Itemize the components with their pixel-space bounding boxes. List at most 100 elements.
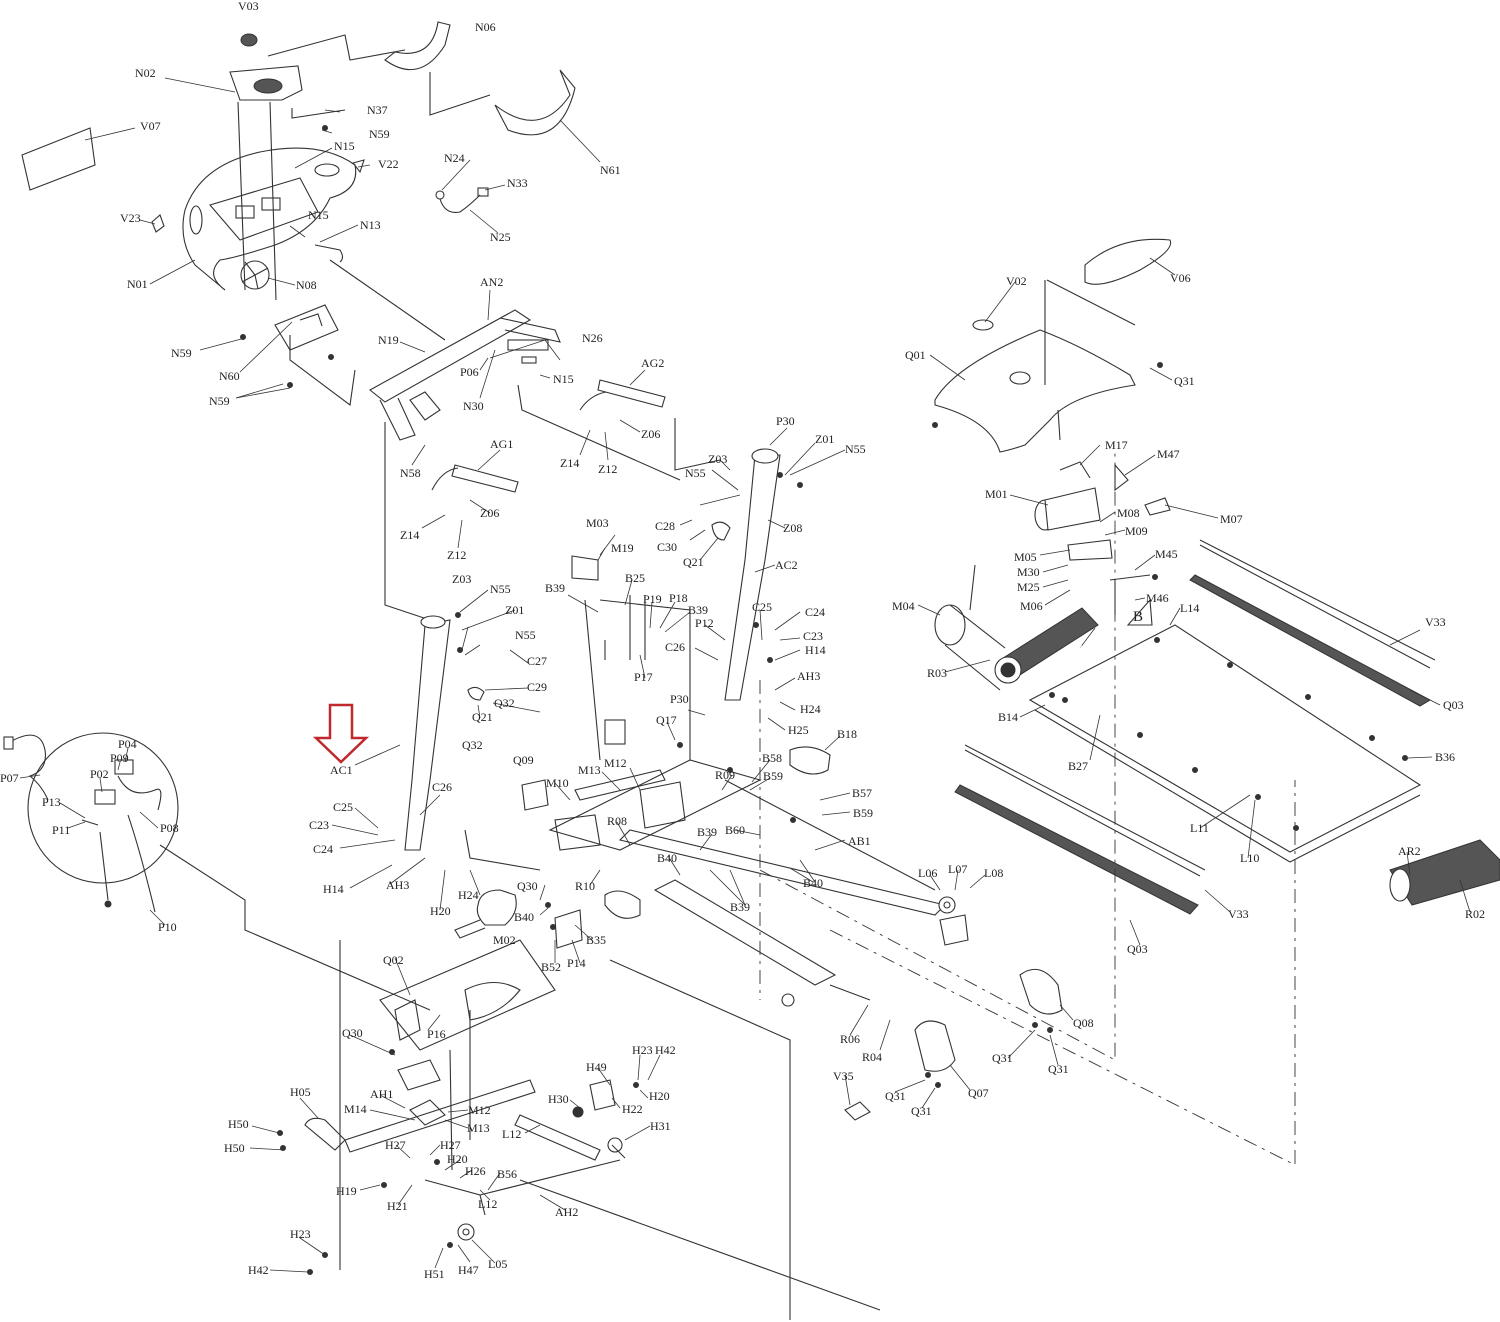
label-q32-mid: Q32	[462, 738, 483, 752]
l05-wheel	[457, 1223, 475, 1241]
label-q31-top: Q31	[1174, 374, 1195, 388]
label-z06-mid: Z06	[480, 506, 499, 520]
label-b25: B25	[625, 571, 645, 585]
label-q31-b: Q31	[1048, 1062, 1069, 1076]
h31-roller	[607, 1137, 623, 1153]
label-b40-b: B40	[803, 876, 823, 890]
label-b39-c: B39	[697, 825, 717, 839]
label-v22: V22	[378, 157, 399, 171]
b27-deck-board	[1028, 624, 1422, 853]
label-ah3-mid: AH3	[386, 878, 409, 892]
label-q02: Q02	[383, 953, 404, 967]
label-b60: B60	[725, 823, 745, 837]
label-ah1: AH1	[370, 1087, 393, 1101]
label-m05: M05	[1014, 550, 1037, 564]
label-m01: M01	[985, 487, 1008, 501]
label-q21-top: Q21	[683, 555, 704, 569]
label-m03: M03	[586, 516, 609, 530]
label-l08: L08	[984, 866, 1003, 880]
label-b59-mid: B59	[853, 806, 873, 820]
label-c25-mid: C25	[333, 800, 353, 814]
label-q30-mid: Q30	[517, 879, 538, 893]
label-m10: M10	[546, 776, 569, 790]
v03-knob	[240, 33, 258, 47]
label-m25: M25	[1017, 580, 1040, 594]
label-v35: V35	[833, 1069, 854, 1083]
label-b40-c: B40	[514, 910, 534, 924]
label-q01: Q01	[905, 348, 926, 362]
label-h42-low: H42	[248, 1263, 269, 1277]
leader-lines	[19, 77, 1471, 1273]
label-ah2: AH2	[555, 1205, 578, 1219]
n60-plate	[274, 304, 339, 351]
label-h24-top: H24	[800, 702, 821, 716]
label-q31-c: Q31	[885, 1089, 906, 1103]
label-m47: M47	[1157, 447, 1180, 461]
label-r10: R10	[575, 879, 595, 893]
label-v03: V03	[238, 0, 259, 13]
label-l12-b: L12	[478, 1197, 497, 1211]
label-n26: N26	[582, 331, 603, 345]
label-n33: N33	[507, 176, 528, 190]
label-c25-top: C25	[752, 600, 772, 614]
label-c23-top: C23	[803, 629, 823, 643]
power-inlet-detail-circle	[27, 732, 179, 884]
label-m13-low: M13	[467, 1121, 490, 1135]
label-c26-mid: C26	[432, 780, 452, 794]
label-h27-b: H27	[440, 1138, 461, 1152]
n08-fan	[240, 260, 270, 290]
label-v33-lower: V33	[1228, 907, 1249, 921]
label-n30: N30	[463, 399, 484, 413]
label-n13: N13	[360, 218, 381, 232]
label-n15-lower: N15	[553, 372, 574, 386]
n02-speaker-mesh	[253, 78, 283, 94]
down-arrow-icon	[312, 703, 370, 764]
label-p19: P19	[643, 592, 662, 606]
label-p16: P16	[427, 1027, 446, 1041]
label-n19: N19	[378, 333, 399, 347]
label-l10: L10	[1240, 851, 1259, 865]
q01-motor-cover	[934, 329, 1136, 453]
label-p07: P07	[0, 771, 19, 785]
label-m06: M06	[1020, 599, 1043, 613]
label-b59-top: B59	[763, 769, 783, 783]
label-h49: H49	[586, 1060, 607, 1074]
label-b14: B14	[998, 710, 1018, 724]
label-z01-top: Z01	[815, 432, 834, 446]
label-n08: N08	[296, 278, 317, 292]
label-h24-mid: H24	[458, 888, 479, 902]
label-m19: M19	[611, 541, 634, 555]
label-p30-top: P30	[776, 414, 795, 428]
label-n37: N37	[367, 103, 388, 117]
n06-arc-part	[384, 21, 451, 70]
ab1-base-frame	[618, 829, 947, 916]
label-p04: P04	[118, 737, 137, 751]
label-z03-mid: Z03	[452, 572, 471, 586]
label-r04: R04	[862, 1050, 882, 1064]
label-c27: C27	[527, 654, 547, 668]
label-q17: Q17	[656, 713, 677, 727]
label-h23-mid: H23	[632, 1043, 653, 1057]
ag1-grip	[451, 464, 519, 493]
label-q09: Q09	[513, 753, 534, 767]
label-ag1: AG1	[490, 437, 513, 451]
m03-bracket	[571, 555, 599, 581]
label-z01-mid: Z01	[505, 603, 524, 617]
label-z06-top: Z06	[641, 427, 660, 441]
label-q03-upper: Q03	[1443, 698, 1464, 712]
label-m17: M17	[1105, 438, 1128, 452]
parts-art	[3, 21, 1500, 1320]
v06-cover-piece	[1084, 238, 1172, 285]
label-m45: M45	[1155, 547, 1178, 561]
label-n25: N25	[490, 230, 511, 244]
label-h50-b: H50	[224, 1141, 245, 1155]
label-b56: B56	[497, 1167, 517, 1181]
b18-handle	[789, 746, 831, 775]
label-q32-top: Q32	[494, 696, 515, 710]
label-h47: H47	[458, 1263, 479, 1277]
ah1-incline-frame	[344, 1079, 536, 1153]
label-p12: P12	[695, 616, 714, 630]
label-z14-top: Z14	[560, 456, 579, 470]
label-q03-lower: Q03	[1127, 942, 1148, 956]
label-b36: B36	[1435, 750, 1455, 764]
